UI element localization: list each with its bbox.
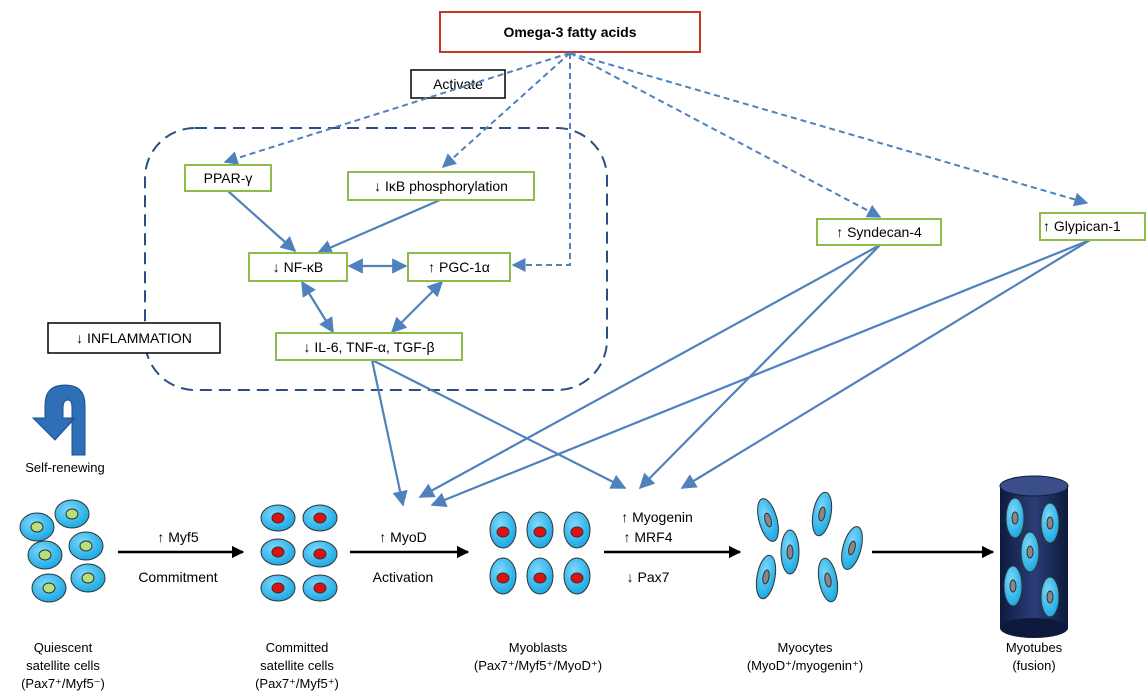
step-activation: Activation	[373, 569, 434, 585]
node-pgc: ↑ PGC-1α	[407, 252, 511, 282]
svg-text:Committed: Committed	[266, 640, 329, 655]
myotube	[999, 475, 1069, 638]
svg-text:(Pax7⁺/Myf5⁺/MyoD⁺): (Pax7⁺/Myf5⁺/MyoD⁺)	[474, 658, 602, 673]
svg-text:Myoblasts: Myoblasts	[509, 640, 568, 655]
svg-text:satellite cells: satellite cells	[260, 658, 334, 673]
svg-text:(Pax7⁺/Myf5⁻): (Pax7⁺/Myf5⁻)	[21, 676, 105, 691]
node-il6: ↓ IL-6, TNF-α, TGF-β	[275, 332, 463, 361]
quiescent-cells	[19, 499, 106, 603]
stage-label-committed: Committed satellite cells (Pax7⁺/Myf5⁺)	[255, 640, 339, 691]
solid-arrows	[227, 190, 1091, 507]
svg-text:Quiescent: Quiescent	[34, 640, 93, 655]
node-nfkb: ↓ NF-κB	[248, 252, 348, 282]
svg-text:PPAR-γ: PPAR-γ	[204, 170, 253, 186]
stage-label-myotubes: Myotubes (fusion)	[1006, 640, 1063, 673]
svg-text:(MyoD⁺/myogenin⁺): (MyoD⁺/myogenin⁺)	[747, 658, 863, 673]
omega3-label: Omega-3 fatty acids	[503, 24, 636, 40]
node-ppar: PPAR-γ	[184, 164, 272, 192]
node-ikb: ↓ IκB phosphorylation	[347, 171, 535, 201]
activate-label: Activate	[433, 76, 483, 92]
svg-text:Myotubes: Myotubes	[1006, 640, 1063, 655]
stage-label-myoblasts: Myoblasts (Pax7⁺/Myf5⁺/MyoD⁺)	[474, 640, 602, 673]
inflammation-region	[144, 127, 608, 391]
svg-text:(fusion): (fusion)	[1012, 658, 1055, 673]
dashed-arrows	[223, 52, 1089, 272]
activate-box: Activate	[410, 69, 506, 99]
svg-text:↑ Glypican-1: ↑ Glypican-1	[1043, 218, 1121, 234]
svg-text:↓ NF-κB: ↓ NF-κB	[273, 259, 324, 275]
svg-text:Myocytes: Myocytes	[778, 640, 833, 655]
self-renewing-arrow	[31, 384, 86, 456]
svg-text:↓ IκB phosphorylation: ↓ IκB phosphorylation	[374, 178, 508, 194]
step-myod: ↑ MyoD	[379, 529, 426, 545]
svg-text:↓ IL-6, TNF-α, TGF-β: ↓ IL-6, TNF-α, TGF-β	[304, 339, 435, 355]
myoblast-cells	[489, 511, 591, 595]
omega3-box: Omega-3 fatty acids	[439, 11, 701, 53]
inflammation-box: ↓ INFLAMMATION	[47, 322, 221, 354]
svg-text:(Pax7⁺/Myf5⁺): (Pax7⁺/Myf5⁺)	[255, 676, 339, 691]
step-pax7: ↓ Pax7	[627, 569, 670, 585]
node-syndecan: ↑ Syndecan-4	[816, 218, 942, 246]
svg-text:↑ Syndecan-4: ↑ Syndecan-4	[836, 224, 922, 240]
svg-text:satellite cells: satellite cells	[26, 658, 100, 673]
step-commitment: Commitment	[138, 569, 217, 585]
svg-text:↑ PGC-1α: ↑ PGC-1α	[428, 259, 490, 275]
stage-label-quiescent: Quiescent satellite cells (Pax7⁺/Myf5⁻)	[21, 640, 105, 691]
myocyte-cells	[755, 491, 863, 603]
step-myf5: ↑ Myf5	[157, 529, 198, 545]
step-mrf4: ↑ MRF4	[624, 529, 673, 545]
self-renewing-label: Self-renewing	[25, 460, 105, 475]
node-glypican: ↑ Glypican-1	[1039, 212, 1146, 241]
committed-cells	[260, 504, 338, 602]
step-myogenin: ↑ Myogenin	[621, 509, 693, 525]
svg-text:↓ INFLAMMATION: ↓ INFLAMMATION	[76, 330, 192, 346]
stage-label-myocytes: Myocytes (MyoD⁺/myogenin⁺)	[747, 640, 863, 673]
